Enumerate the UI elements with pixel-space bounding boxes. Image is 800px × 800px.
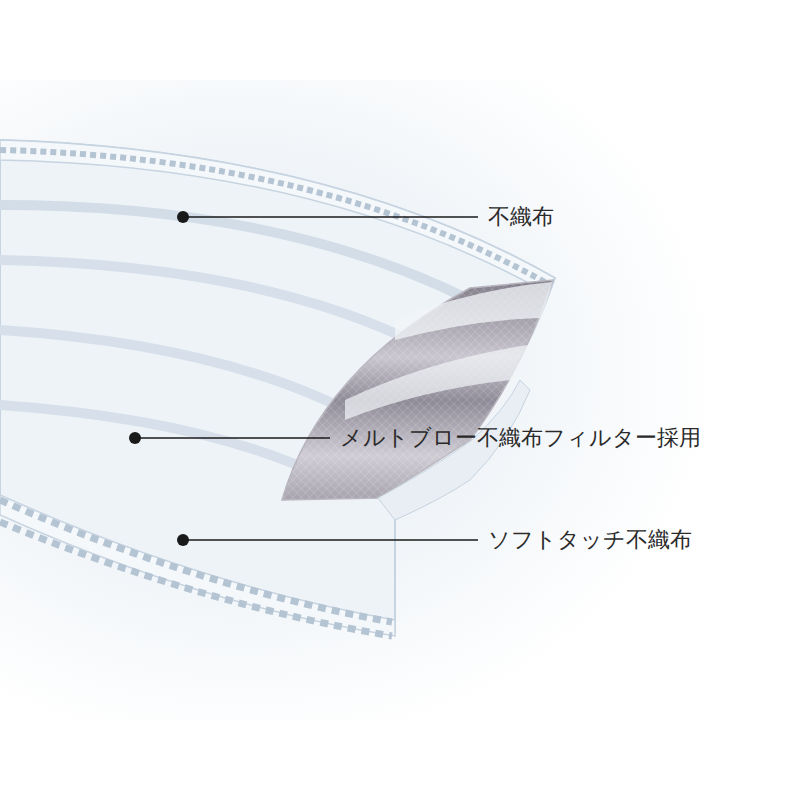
leader-line	[135, 437, 330, 439]
leader-line	[183, 539, 478, 541]
background-glow	[0, 80, 800, 720]
leader-line	[183, 216, 478, 218]
filter-fold	[395, 282, 552, 340]
top-seam	[0, 140, 555, 292]
seam-holes	[0, 500, 392, 622]
pleat	[0, 405, 330, 480]
callout-label: 不織布	[488, 203, 554, 231]
mask-body	[0, 140, 555, 632]
bottom-seam	[0, 495, 395, 636]
seam-holes	[0, 522, 392, 636]
filter-fold	[345, 345, 528, 420]
meltblown-filter	[282, 280, 553, 500]
filter-mesh	[282, 280, 553, 500]
callout-label: ソフトタッチ不織布	[488, 526, 692, 554]
callout-label: メルトブロー不織布フィルター採用	[340, 424, 701, 452]
